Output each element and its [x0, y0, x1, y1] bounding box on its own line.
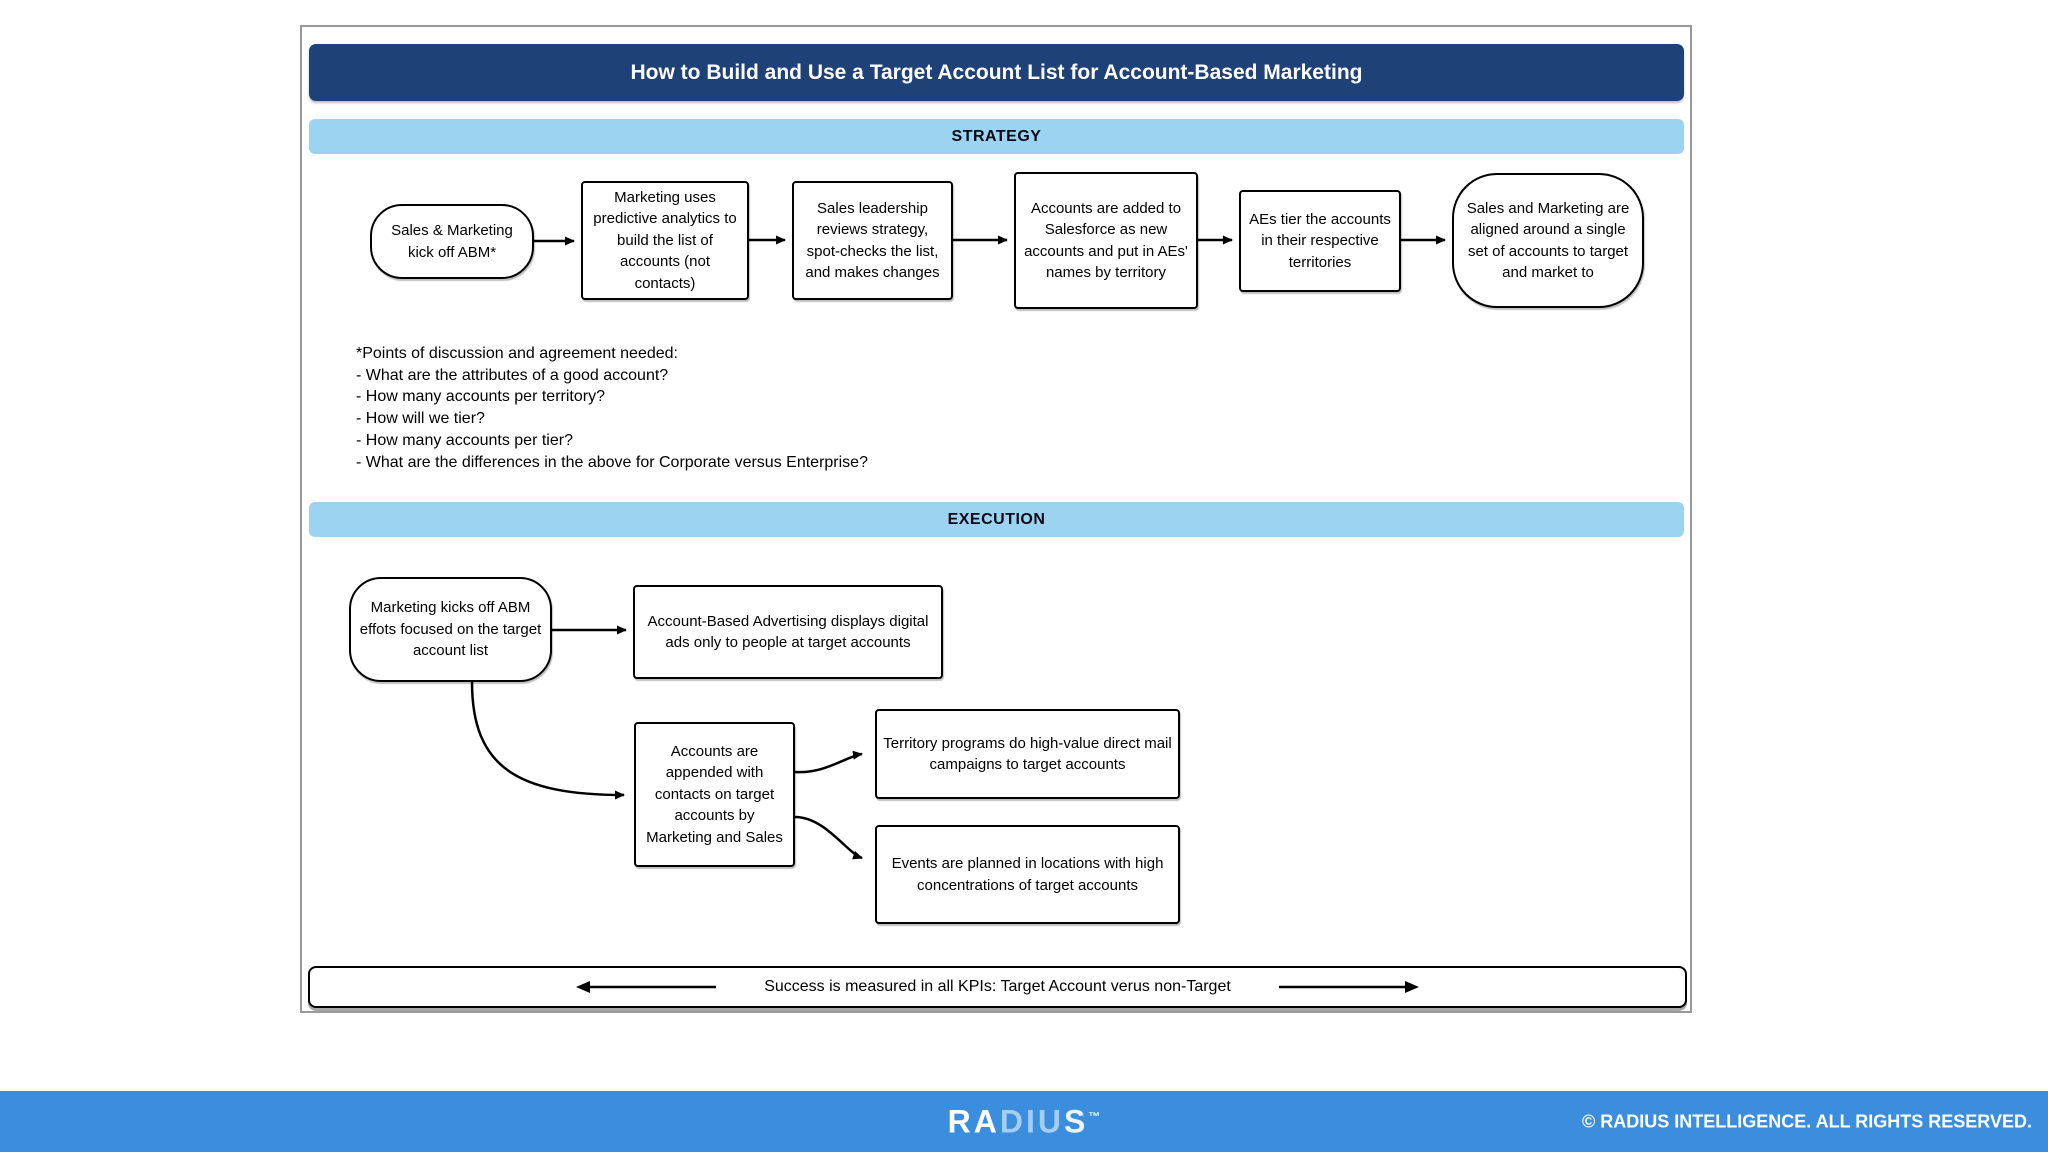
node-events-planned: Events are planned in locations with hig… [875, 825, 1180, 924]
node-text: Sales leadership reviews strategy, spot-… [805, 199, 940, 282]
strategy-section-band: STRATEGY [309, 119, 1684, 154]
radius-logo-part: DIU [999, 1103, 1064, 1139]
node-text: Events are planned in locations with hig… [891, 855, 1164, 894]
node-text: AEs tier the accounts in their respectiv… [1249, 210, 1391, 271]
node-marketing-kicks-off: Marketing kicks off ABM effots focused o… [349, 577, 552, 682]
node-aligned-single-set: Sales and Marketing are aligned around a… [1452, 173, 1644, 308]
node-accounts-appended: Accounts are appended with contacts on t… [634, 722, 795, 867]
trademark-icon: ™ [1088, 1109, 1101, 1124]
strategy-section-label: STRATEGY [951, 127, 1042, 145]
node-text: Accounts are added to Salesforce as new … [1024, 199, 1188, 282]
footer-copyright: © RADIUS INTELLIGENCE. ALL RIGHTS RESERV… [1582, 1111, 2032, 1131]
node-predictive-analytics: Marketing uses predictive analytics to b… [581, 181, 749, 300]
notes-line: - How many accounts per tier? [356, 431, 573, 449]
node-text: Marketing uses predictive analytics to b… [593, 188, 737, 292]
radius-logo-part: S [1063, 1103, 1089, 1139]
node-text: Accounts are appended with contacts on t… [646, 742, 783, 846]
radius-logo: RADIUS™ [948, 1103, 1101, 1140]
node-aes-tier-accounts: AEs tier the accounts in their respectiv… [1239, 190, 1401, 292]
node-text: Account-Based Advertising displays digit… [647, 612, 929, 652]
notes-line: - What are the attributes of a good acco… [356, 366, 669, 384]
footer-bar: RADIUS™ © RADIUS INTELLIGENCE. ALL RIGHT… [0, 1091, 2048, 1152]
radius-logo-part: RA [947, 1103, 1000, 1139]
execution-section-band: EXECUTION [309, 502, 1684, 537]
node-text: Territory programs do high-value direct … [883, 734, 1172, 774]
diagram-frame: How to Build and Use a Target Account Li… [300, 25, 1692, 1013]
node-text: Sales and Marketing are aligned around a… [1466, 199, 1630, 282]
notes-line: - How will we tier? [356, 410, 485, 428]
node-account-based-advertising: Account-Based Advertising displays digit… [633, 585, 943, 679]
kpi-bar-text: Success is measured in all KPIs: Target … [764, 978, 1231, 995]
notes-line: - How many accounts per territory? [356, 388, 605, 406]
node-accounts-salesforce: Accounts are added to Salesforce as new … [1014, 172, 1198, 309]
notes-line: *Points of discussion and agreement need… [356, 345, 678, 362]
node-text: Marketing kicks off ABM effots focused o… [359, 599, 542, 660]
node-kickoff-abm: Sales & Marketing kick off ABM* [370, 204, 534, 279]
diagram-title-bar: How to Build and Use a Target Account Li… [309, 44, 1684, 101]
node-text: Sales & Marketing kick off ABM* [391, 222, 513, 261]
execution-section-label: EXECUTION [947, 510, 1046, 528]
node-territory-programs: Territory programs do high-value direct … [875, 709, 1180, 799]
left-arrow-icon [576, 981, 717, 993]
discussion-notes: *Points of discussion and agreement need… [356, 343, 1056, 473]
right-arrow-icon [1278, 981, 1419, 993]
page-title: How to Build and Use a Target Account Li… [630, 60, 1363, 84]
kpi-bar: Success is measured in all KPIs: Target … [308, 966, 1687, 1008]
notes-line: - What are the differences in the above … [356, 453, 868, 471]
node-sales-leadership-review: Sales leadership reviews strategy, spot-… [792, 181, 953, 300]
